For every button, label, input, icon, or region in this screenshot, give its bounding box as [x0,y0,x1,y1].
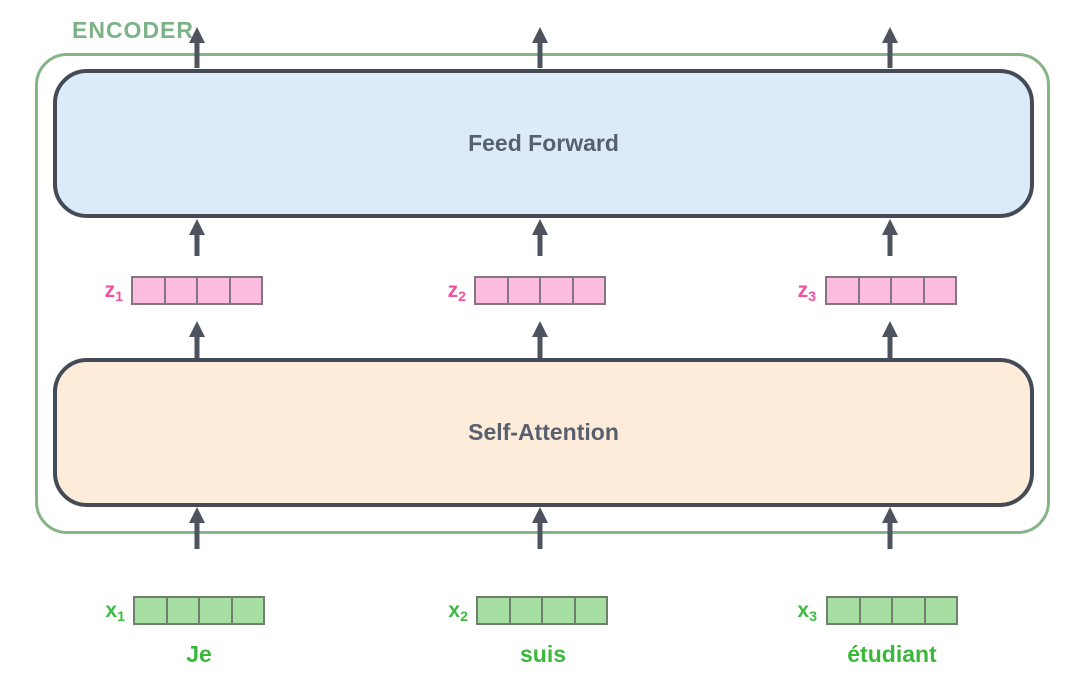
up-arrow-icon [188,321,206,358]
vector-cell [166,278,198,303]
vector-cell [892,278,925,303]
z1-vector [131,276,263,305]
vector-cell [828,598,861,623]
z1-vector-label: z1 [104,279,123,305]
up-arrow-icon [531,27,549,68]
up-arrow-icon [531,219,549,256]
vector-cell [541,278,574,303]
vector-cell [827,278,860,303]
vector-cell [478,598,511,623]
x1-vector [133,596,265,625]
vector-cell [135,598,168,623]
encoder-outline [35,53,1050,534]
up-arrow-icon [188,507,206,549]
vector-cell [925,278,956,303]
x3-vector [826,596,958,625]
vector-cell [860,278,892,303]
vector-cell [893,598,926,623]
vector-cell [233,598,264,623]
vector-cell [133,278,166,303]
self-attention-block: Self-Attention [53,358,1034,507]
vector-cell [200,598,233,623]
x2-vector-label: x2 [448,599,468,625]
up-arrow-icon [881,507,899,549]
input-word: étudiant [847,641,937,667]
up-arrow-icon [531,507,549,549]
x1-vector-label: x1 [105,599,125,625]
vector-cell [168,598,200,623]
vector-cell [574,278,605,303]
z2-vector [474,276,606,305]
up-arrow-icon [188,27,206,68]
up-arrow-icon [881,321,899,358]
encoder-label: ENCODER [72,17,195,43]
vector-cell [576,598,607,623]
vector-cell [511,598,543,623]
self-attention-label: Self-Attention [468,419,619,445]
vector-cell [926,598,957,623]
vector-cell [509,278,541,303]
input-word: Je [186,641,212,667]
up-arrow-icon [881,219,899,256]
vector-cell [231,278,262,303]
vector-cell [198,278,231,303]
input-word: suis [519,641,567,667]
z3-vector [825,276,957,305]
x2-vector [476,596,608,625]
feed-forward-block: Feed Forward [53,69,1034,218]
vector-cell [476,278,509,303]
vector-cell [861,598,893,623]
x3-vector-label: x3 [797,599,817,625]
feed-forward-label: Feed Forward [468,130,619,156]
vector-cell [543,598,576,623]
z3-vector-label: z3 [797,279,816,305]
up-arrow-icon [881,27,899,68]
up-arrow-icon [188,219,206,256]
z2-vector-label: z2 [447,279,466,305]
up-arrow-icon [531,321,549,358]
